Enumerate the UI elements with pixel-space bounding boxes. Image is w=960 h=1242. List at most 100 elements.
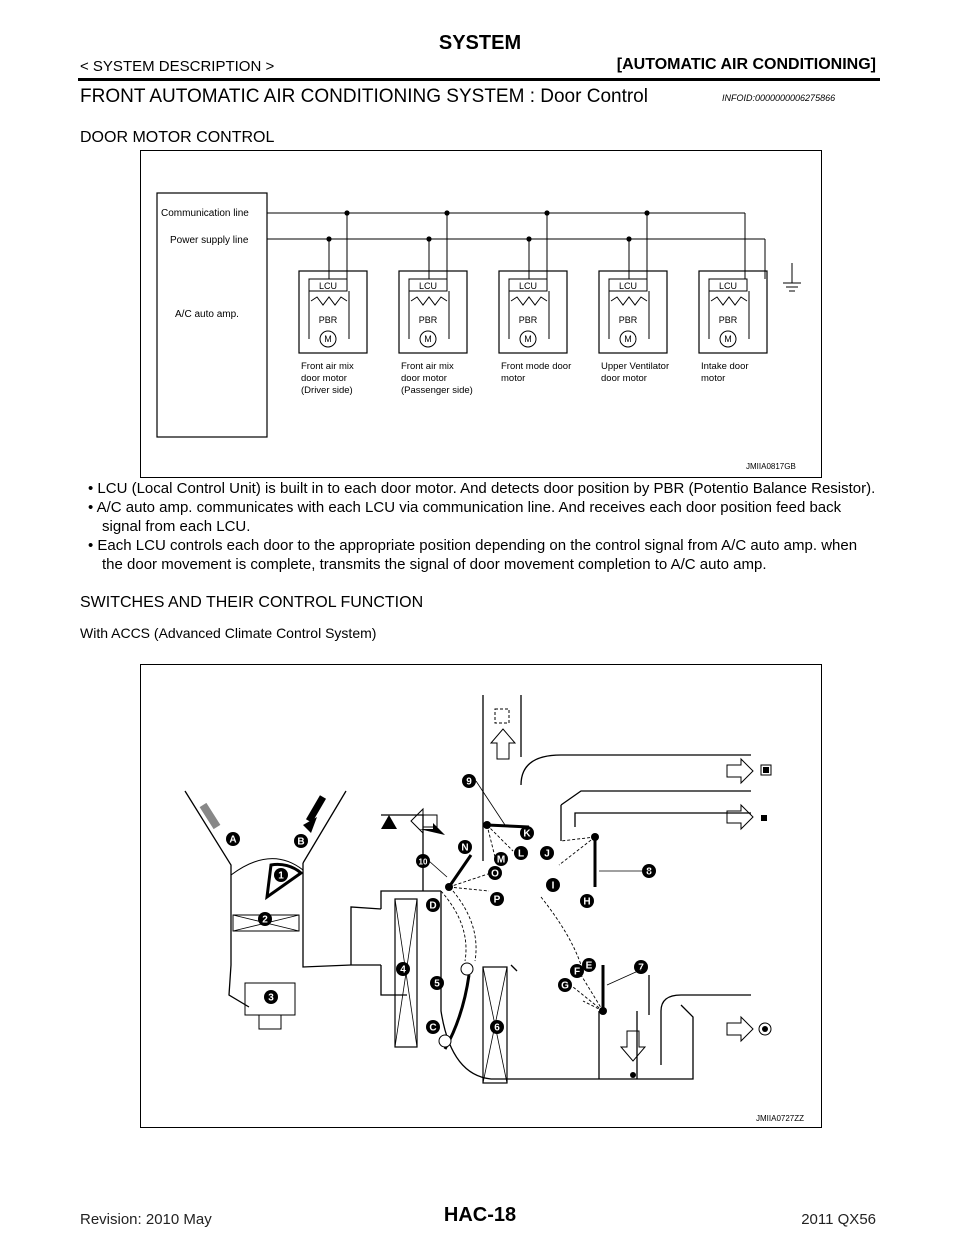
pbr-label: PBR [619, 315, 638, 325]
svg-text:1: 1 [278, 871, 284, 882]
power-line-label: Power supply line [170, 235, 249, 246]
motor-icon [619, 330, 637, 348]
info-id: INFOID:0000000006275866 [722, 93, 836, 103]
vent-arrow [726, 803, 754, 831]
callout-letter: L [514, 846, 528, 860]
page-header-title: SYSTEM [438, 32, 522, 54]
motor-label: M [724, 334, 732, 344]
bullet-item: • Each LCU controls each door to the app… [88, 537, 858, 573]
callout-letter: I [546, 878, 560, 892]
motor-label: M [524, 334, 532, 344]
motor-name-label: Front mode door [501, 361, 571, 372]
svg-text:A: A [229, 835, 236, 846]
fresh-air-arrow [199, 802, 221, 830]
motor-name-label: motor [701, 373, 725, 384]
svg-text:6: 6 [494, 1023, 500, 1034]
page-number: HAC-18 [443, 1204, 517, 1226]
comm-line-label: Communication line [161, 208, 249, 219]
callout-letter: B [294, 834, 308, 848]
svg-text:E: E [586, 961, 593, 972]
callout-letter: E [582, 958, 596, 972]
svg-text:M: M [497, 855, 505, 866]
lcu-label: LCU [719, 281, 737, 291]
callout-letter: M [494, 852, 508, 866]
callout-number: 6 [490, 1020, 504, 1034]
callout-letter: K [520, 826, 534, 840]
pbr-label: PBR [319, 315, 338, 325]
svg-text:I: I [552, 881, 555, 892]
motor-name-label: (Driver side) [301, 385, 353, 396]
callout-letter: A [226, 832, 240, 846]
figure-id: JMIIA0817GB [746, 462, 796, 471]
svg-text:9: 9 [466, 777, 472, 788]
evaporator [394, 898, 418, 1048]
svg-text:4: 4 [400, 965, 406, 976]
motor-name-label: (Passenger side) [401, 385, 473, 396]
bullet-item: • LCU (Local Control Unit) is built in t… [88, 480, 876, 497]
callout-letter: C [426, 1020, 440, 1034]
callout-letter: G [558, 978, 572, 992]
door-motor-control-heading: DOOR MOTOR CONTROL [80, 129, 275, 146]
motor-icon [719, 330, 737, 348]
section-title: FRONT AUTOMATIC AIR CONDITIONING SYSTEM … [80, 86, 648, 107]
pbr-label: PBR [719, 315, 738, 325]
lcu-label: LCU [319, 281, 337, 291]
callout-number: 9 [462, 774, 476, 788]
switches-heading: SWITCHES AND THEIR CONTROL FUNCTION [80, 594, 424, 611]
defrost-outlet-arrow [489, 728, 517, 760]
motor-icon [419, 330, 437, 348]
rear-foot-arrow [726, 1015, 754, 1043]
revision: Revision: 2010 May [80, 1211, 212, 1228]
svg-text:N: N [461, 843, 468, 854]
motor-label: M [324, 334, 332, 344]
evaporator-case [380, 890, 441, 909]
motor-icon [519, 330, 537, 348]
svg-text:7: 7 [638, 963, 644, 974]
figure-id: JMIIA0727ZZ [756, 1114, 804, 1123]
motor-name-label: door motor [401, 373, 447, 384]
air-mix-door [447, 854, 473, 888]
svg-text:D: D [429, 901, 436, 912]
pbr-label: PBR [419, 315, 438, 325]
door-motor-control-figure: Communication line Power supply line A/C… [140, 150, 822, 478]
callout-letter: O [488, 866, 502, 880]
lcu-label: LCU [419, 281, 437, 291]
motor-name-label: Front air mix [401, 361, 454, 372]
svg-text:8: 8 [646, 867, 652, 878]
svg-text:L: L [518, 849, 524, 860]
callout-letter: D [426, 898, 440, 912]
motor-name-label: Upper Ventilator [601, 361, 669, 372]
svg-text:F: F [574, 967, 580, 978]
motor-label: M [424, 334, 432, 344]
callout-number: 10 [416, 854, 430, 868]
switches-subheading: With ACCS (Advanced Climate Control Syst… [80, 625, 377, 641]
header-rule [78, 78, 880, 81]
door-motor-bullets: • LCU (Local Control Unit) is built in t… [80, 479, 880, 574]
callout-number: 1 [274, 868, 288, 882]
svg-text:G: G [561, 981, 569, 992]
intake-door [265, 862, 304, 901]
callout-number: 5 [430, 976, 444, 990]
callout-number: 7 [634, 960, 648, 974]
motor-name-label: Intake door [701, 361, 749, 372]
svg-text:H: H [583, 897, 590, 908]
motor-name-label: Front air mix [301, 361, 354, 372]
motor-name-label: door motor [301, 373, 347, 384]
callout-letter: N [458, 840, 472, 854]
pbr-label: PBR [519, 315, 538, 325]
ac-auto-amp-box [156, 192, 268, 438]
callout-letter: P [490, 892, 504, 906]
svg-text:3: 3 [268, 993, 274, 1004]
amp-label: A/C auto amp. [175, 309, 239, 320]
callout-number: 4 [396, 962, 410, 976]
breadcrumb: < SYSTEM DESCRIPTION > [80, 58, 275, 75]
foot-outlet-arrow [619, 1030, 647, 1062]
model-year: 2011 QX56 [801, 1211, 876, 1228]
svg-text:2: 2 [262, 915, 268, 926]
defrost-door [486, 823, 530, 829]
